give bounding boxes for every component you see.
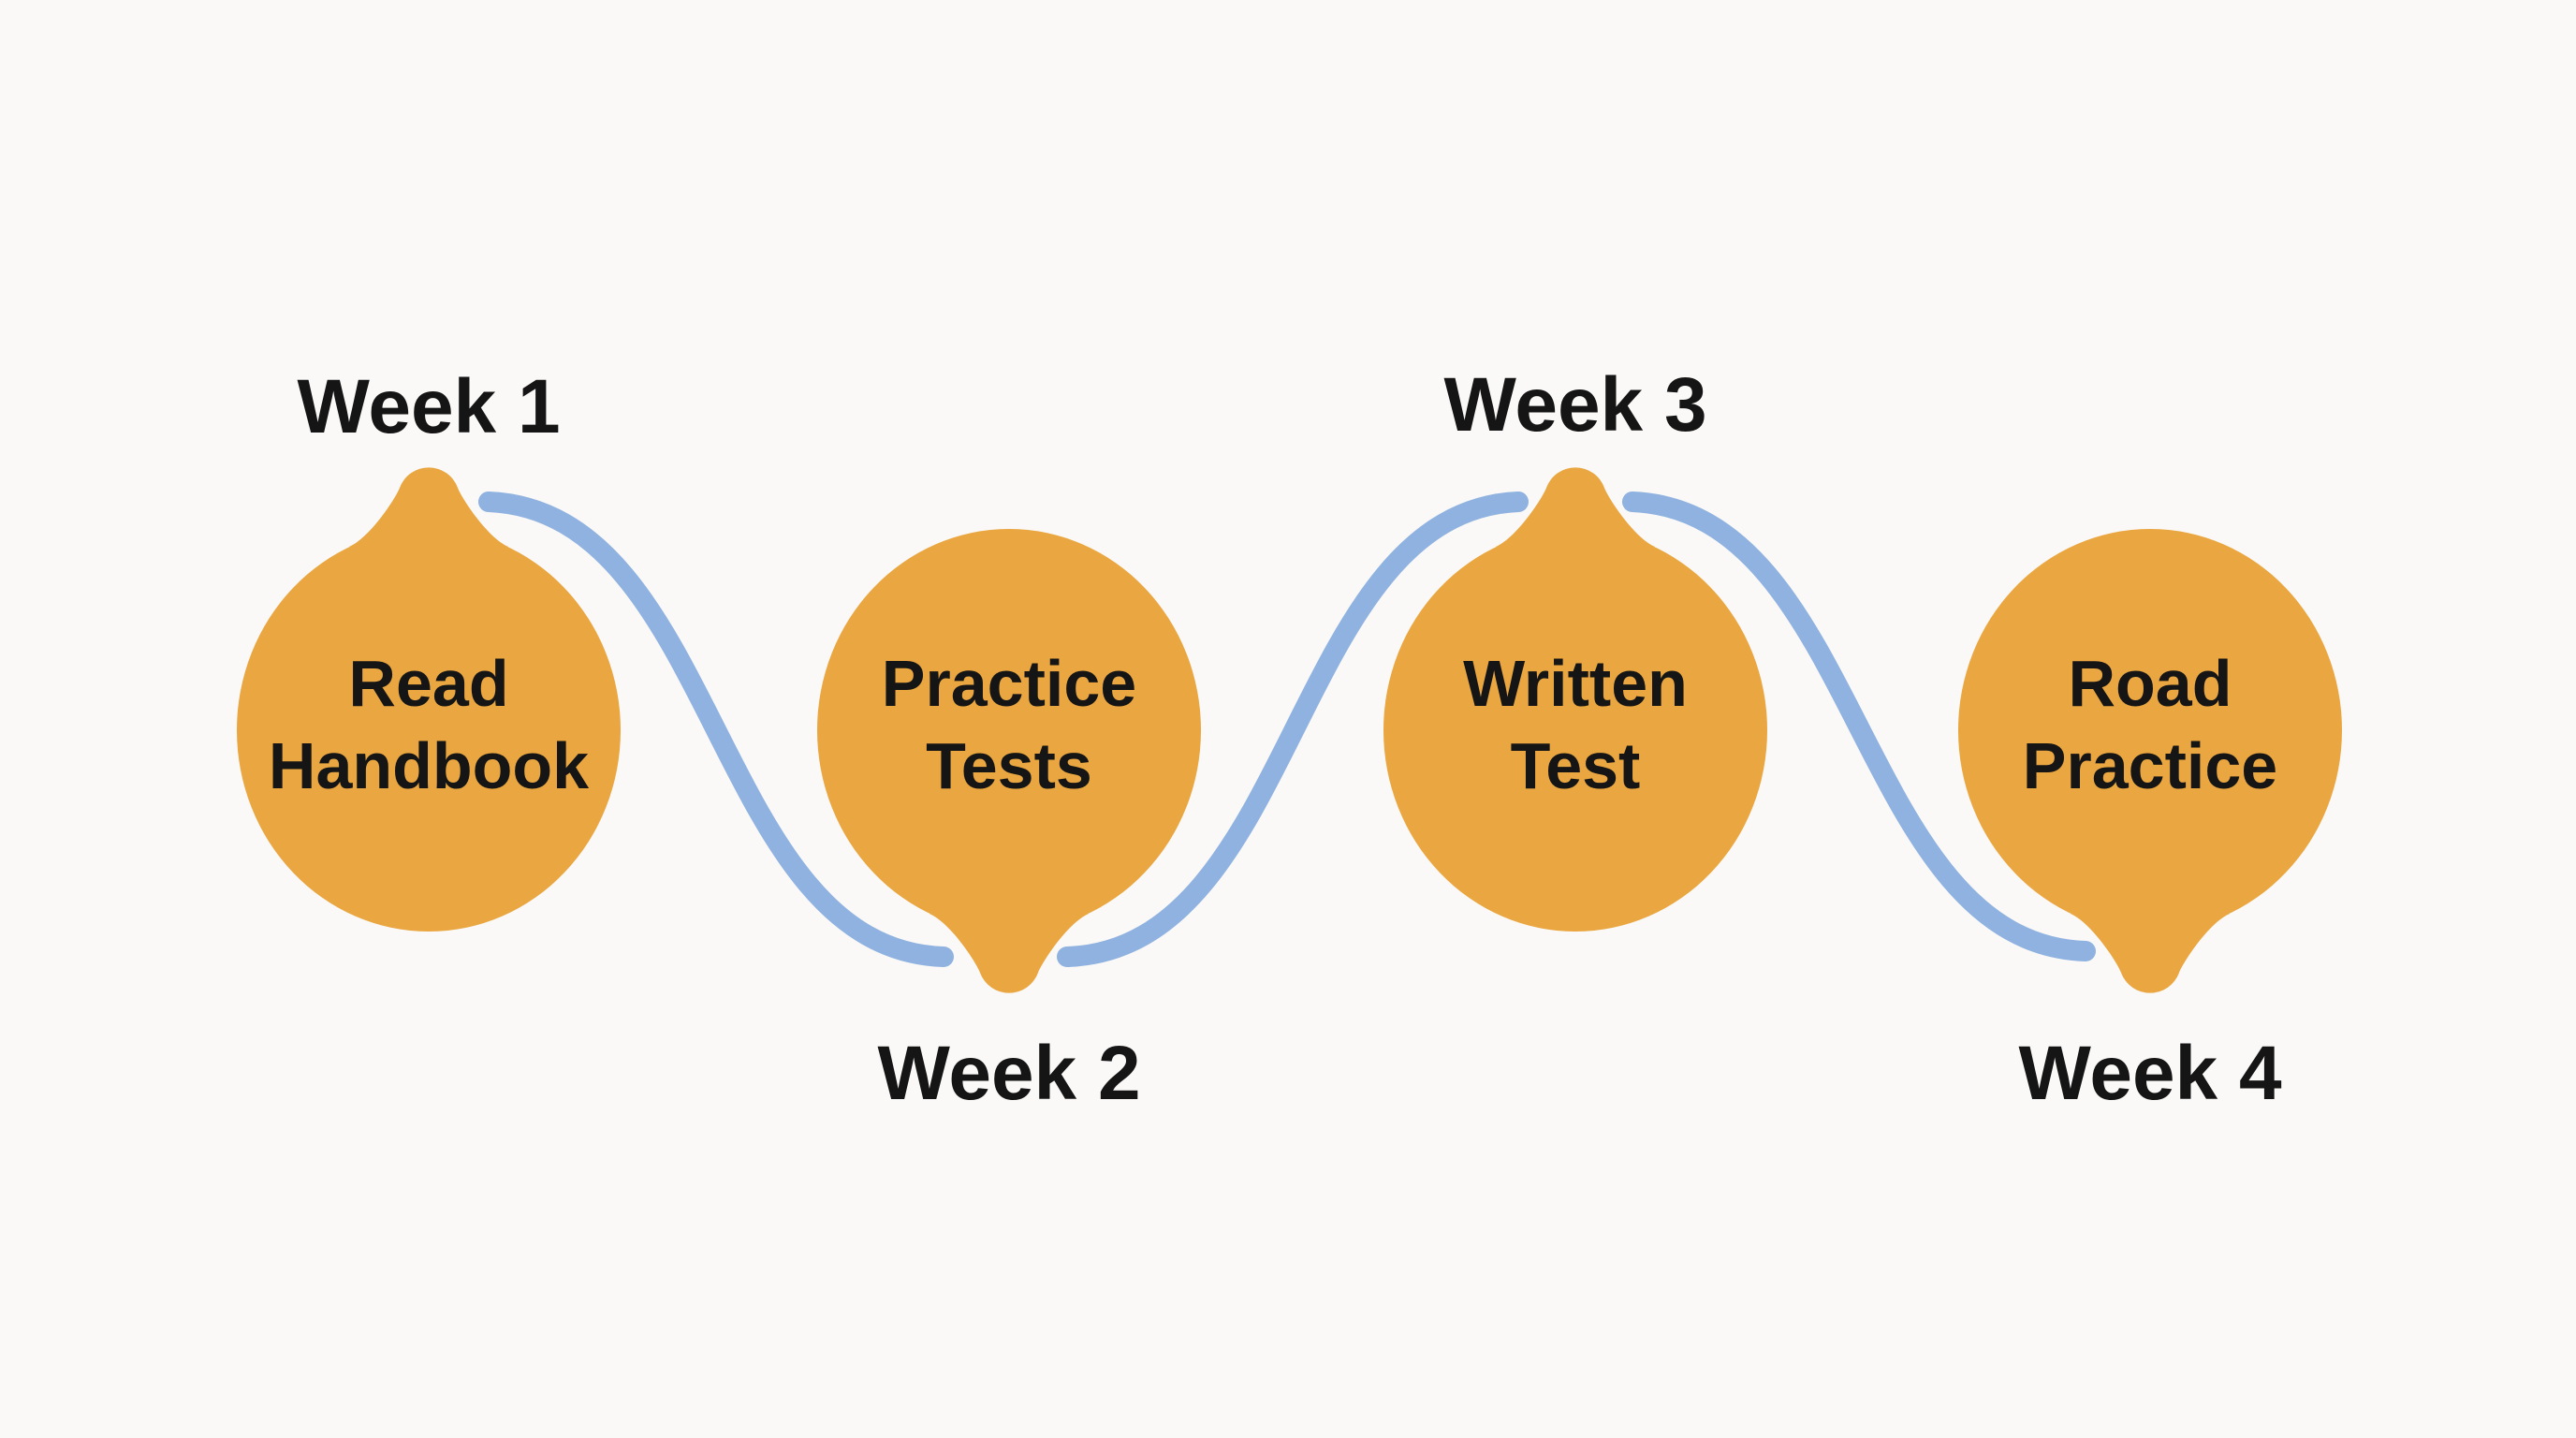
week-2-label: Week 2 xyxy=(877,1031,1140,1116)
connector-week2-week3 xyxy=(1057,492,1529,967)
step-4-node xyxy=(1958,529,2342,932)
step-3-label-line-1: Written xyxy=(1463,647,1688,720)
week-3-label: Week 3 xyxy=(1443,362,1706,448)
step-3-node xyxy=(1383,529,1767,932)
step-1-node xyxy=(237,529,621,932)
week-1-label: Week 1 xyxy=(297,364,560,449)
step-4-label-line-1: Road xyxy=(2069,647,2232,720)
step-4-label-line-2: Practice xyxy=(2023,729,2277,802)
connector-week1-week2 xyxy=(478,492,954,967)
step-2-node-group xyxy=(817,529,1201,993)
step-2-node xyxy=(817,529,1201,932)
step-3-node-group xyxy=(1383,467,1767,932)
step-3-label-line-2: Test xyxy=(1511,729,1641,802)
step-2-label-line-1: Practice xyxy=(882,647,1136,720)
step-4-node-group xyxy=(1958,529,2342,993)
connector-week3-week4 xyxy=(1622,492,2096,961)
step-1-label-line-1: Read xyxy=(348,647,508,720)
step-1-node-group xyxy=(237,467,621,932)
week-4-label: Week 4 xyxy=(2018,1031,2282,1116)
step-2-label-line-2: Tests xyxy=(926,729,1092,802)
step-1-label-line-2: Handbook xyxy=(269,729,589,802)
